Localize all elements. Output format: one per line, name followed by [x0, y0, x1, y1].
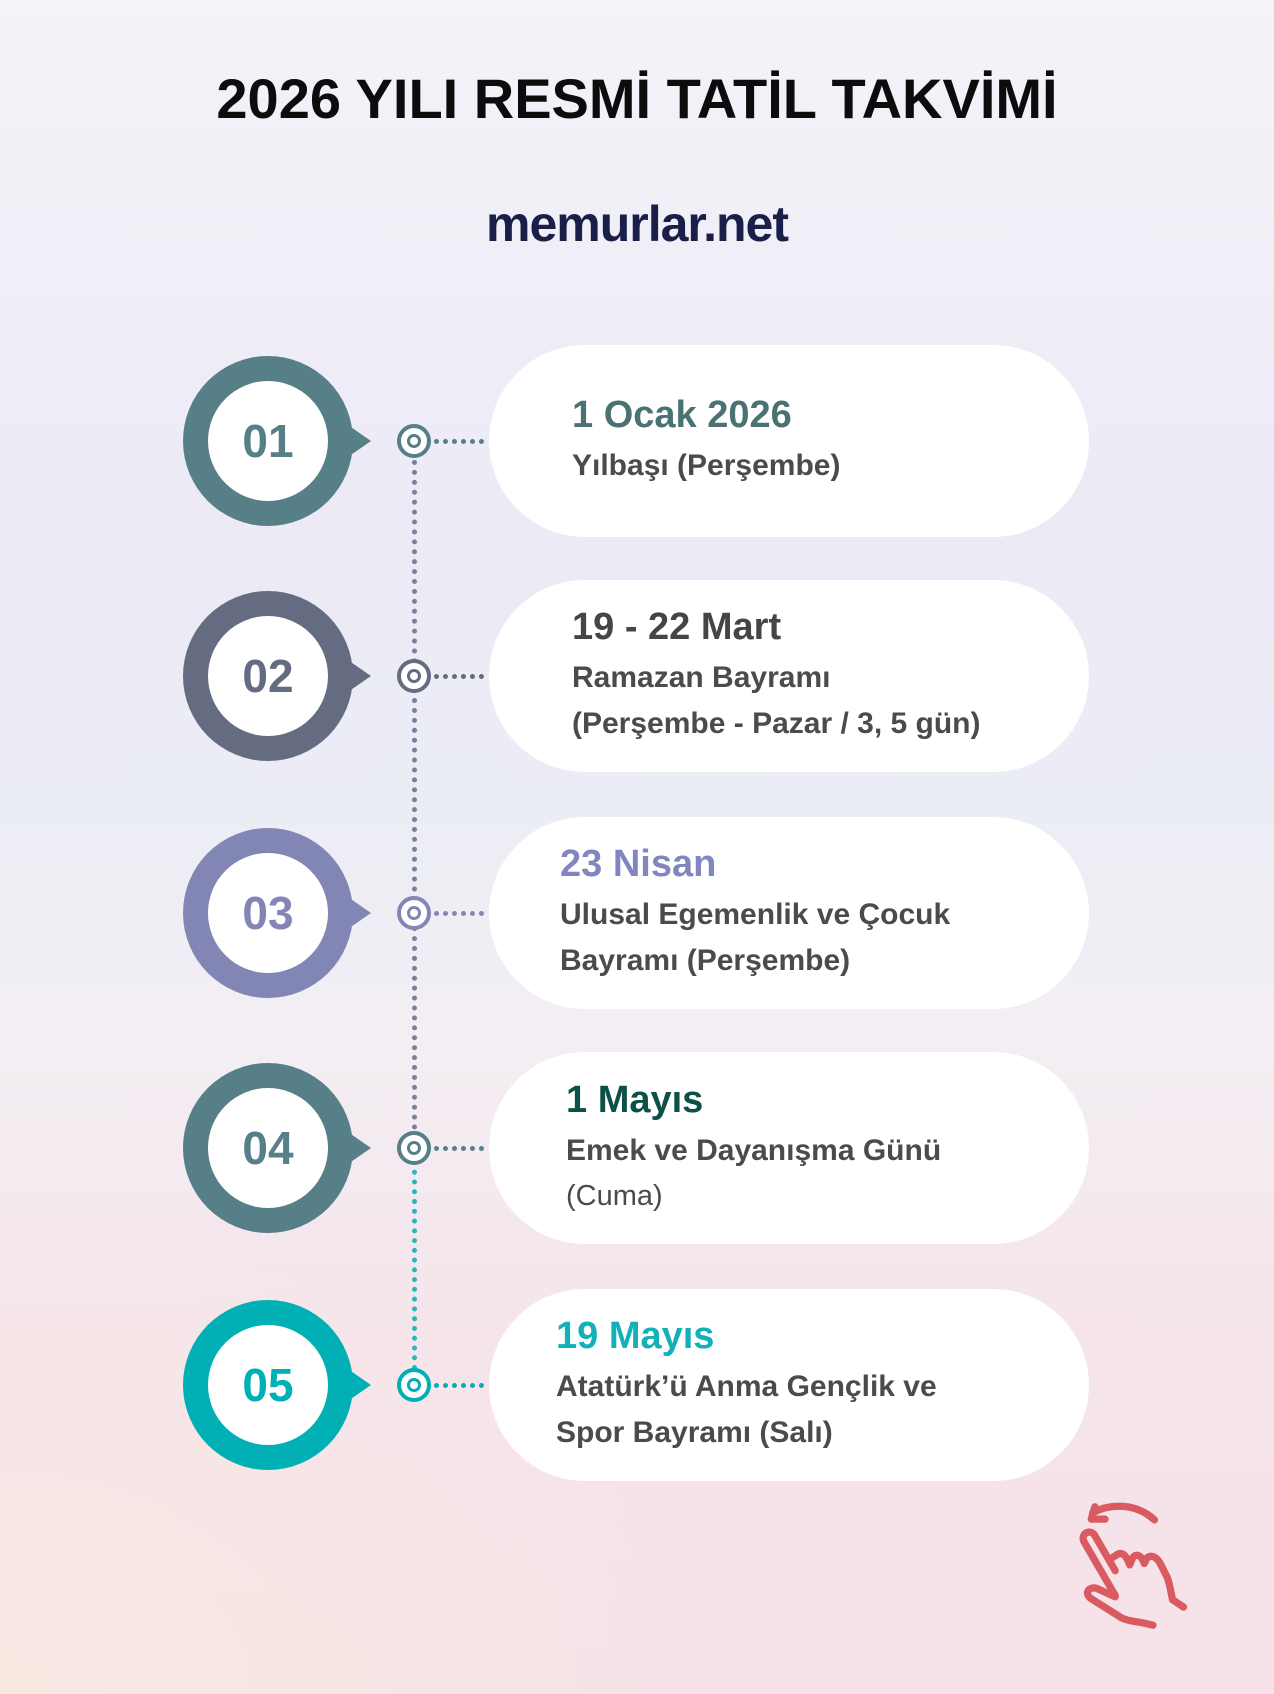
- holiday-description-line: Yılbaşı (Perşembe): [572, 448, 841, 482]
- holiday-description-line: (Cuma): [566, 1179, 663, 1212]
- timeline-connector-teal: [412, 1160, 417, 1380]
- node-connector: [434, 1383, 484, 1388]
- swipe-hand-icon: [1079, 1502, 1188, 1629]
- badge-pointer: [345, 423, 371, 459]
- page-title: 2026 YILI RESMİ TATİL TAKVİMİ: [216, 67, 1058, 130]
- timeline-node-icon: [397, 1368, 431, 1402]
- number-badge: 03: [183, 828, 371, 998]
- badge-number: 04: [208, 1088, 328, 1208]
- holiday-text: 19 Mayıs Atatürk’ü Anma Gençlik ve Spor B…: [556, 1289, 1066, 1481]
- holiday-card: [489, 1052, 1089, 1244]
- badge-pointer: [345, 895, 371, 931]
- timeline-node-icon: [397, 659, 431, 693]
- holiday-description-line: Atatürk’ü Anma Gençlik ve: [556, 1369, 937, 1403]
- badge-number: 01: [208, 381, 328, 501]
- holiday-description-line: Ramazan Bayramı: [572, 660, 831, 694]
- holiday-description-line: Bayramı (Perşembe): [560, 943, 851, 977]
- timeline-node-icon: [397, 424, 431, 458]
- timeline-connector: [412, 460, 417, 1160]
- holiday-item: 05 19 Mayıs Atatürk’ü Anma Gençlik ve Spo…: [0, 1289, 1274, 1481]
- badge-number: 05: [208, 1325, 328, 1445]
- number-badge: 04: [183, 1063, 371, 1233]
- timeline-node-icon: [397, 1131, 431, 1165]
- holiday-card: [489, 817, 1089, 1009]
- holiday-description-line: Ulusal Egemenlik ve Çocuk: [560, 897, 951, 931]
- holiday-date: 19 Mayıs: [556, 1314, 715, 1357]
- holiday-text: 1 Ocak 2026 Yılbaşı (Perşembe): [572, 345, 1082, 537]
- holiday-description-line: Spor Bayramı (Salı): [556, 1415, 833, 1449]
- number-badge: 05: [183, 1300, 371, 1470]
- holiday-description-line: (Perşembe - Pazar / 3, 5 gün): [572, 706, 981, 740]
- holiday-item: 04 1 Mayıs Emek ve Dayanışma Günü (Cuma): [0, 1052, 1274, 1244]
- holiday-description-line: Emek ve Dayanışma Günü: [566, 1133, 942, 1167]
- node-connector: [434, 439, 484, 444]
- timeline-node-icon: [397, 896, 431, 930]
- holiday-item: 01 1 Ocak 2026 Yılbaşı (Perşembe): [0, 345, 1274, 537]
- holiday-card: [489, 580, 1089, 772]
- node-connector: [434, 911, 484, 916]
- badge-pointer: [345, 658, 371, 694]
- holiday-card: [489, 345, 1089, 537]
- node-connector: [434, 1146, 484, 1151]
- number-badge: 02: [183, 591, 371, 761]
- holiday-date: 19 - 22 Mart: [572, 605, 782, 648]
- number-badge: 01: [183, 356, 371, 526]
- holiday-text: 19 - 22 Mart Ramazan Bayramı (Perşembe - …: [572, 580, 1082, 772]
- holiday-text: 1 Mayıs Emek ve Dayanışma Günü (Cuma): [566, 1052, 1076, 1244]
- brand-logo: memurlar.net: [485, 196, 789, 252]
- holiday-item: 02 19 - 22 Mart Ramazan Bayramı (Perşembe…: [0, 580, 1274, 772]
- holiday-date: 23 Nisan: [560, 842, 717, 885]
- holiday-date: 1 Ocak 2026: [572, 393, 792, 436]
- holiday-date: 1 Mayıs: [566, 1078, 704, 1121]
- badge-number: 02: [208, 616, 328, 736]
- holiday-card: [489, 1289, 1089, 1481]
- node-connector: [434, 674, 484, 679]
- badge-pointer: [345, 1130, 371, 1166]
- badge-number: 03: [208, 853, 328, 973]
- badge-pointer: [345, 1367, 371, 1403]
